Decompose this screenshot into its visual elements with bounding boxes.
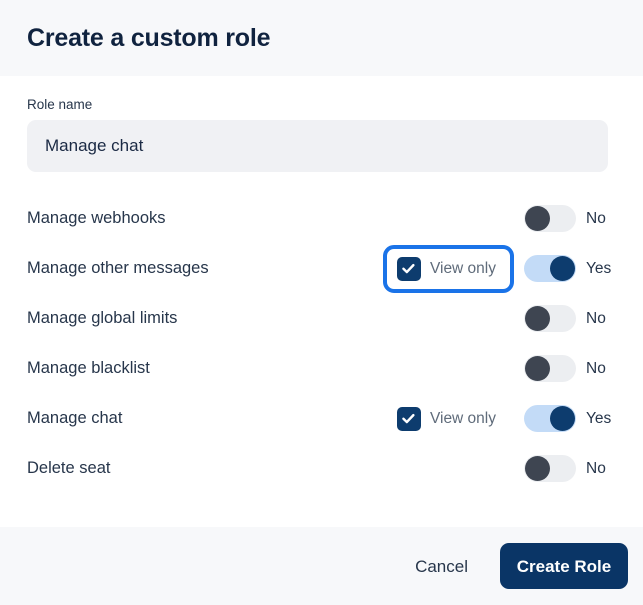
page-title: Create a custom role [27,23,271,52]
toggle-knob [525,456,550,481]
permission-controls: View onlyNo [383,445,616,493]
permission-label: Manage global limits [27,309,178,328]
permission-label: Manage other messages [27,259,209,278]
permissions-list: Manage webhooksView onlyNoManage other m… [27,194,616,494]
permission-toggle-group: No [520,455,616,482]
role-name-input[interactable] [27,119,608,172]
permission-row: Delete seat View onlyNo [27,444,616,494]
toggle-knob [550,406,575,431]
permission-controls: View only Yes [382,244,616,293]
permission-row: Manage webhooks View onlyNo [27,194,616,244]
permission-row: Manage global limits View onlyNo [27,294,616,344]
role-name-label: Role name [27,97,93,112]
toggle-state-label: No [586,359,606,377]
permission-toggle[interactable] [524,405,576,432]
permission-toggle[interactable] [524,205,576,232]
permission-controls: View onlyNo [383,195,616,243]
toggle-knob [525,306,550,331]
dialog-header: Create a custom role [0,0,643,76]
toggle-knob [525,356,550,381]
cancel-button[interactable]: Cancel [397,546,486,587]
permission-toggle-group: Yes [520,255,616,282]
view-only-checkbox[interactable]: View only [382,244,514,293]
permission-label: Manage blacklist [27,359,150,378]
dialog-footer: Cancel Create Role [0,527,643,605]
permission-row: Manage chat View only Yes [27,394,616,444]
permission-label: Delete seat [27,459,111,478]
toggle-state-label: No [586,459,606,477]
role-name-field-group: Role name [27,76,616,172]
permission-controls: View only Yes [383,395,616,443]
view-only-label: View only [429,259,496,277]
create-role-button[interactable]: Create Role [500,543,628,589]
permission-label: Manage chat [27,409,123,428]
permission-row: Manage blacklist View onlyNo [27,344,616,394]
permission-toggle-group: No [520,305,616,332]
checkmark-icon [396,406,421,431]
toggle-knob [550,256,575,281]
toggle-state-label: Yes [586,259,612,277]
view-only-checkbox[interactable]: View only [383,395,514,443]
view-only-label: View only [429,409,496,427]
permission-toggle[interactable] [524,305,576,332]
toggle-state-label: Yes [586,409,612,427]
checkmark-icon [396,256,421,281]
permission-toggle-group: No [520,355,616,382]
permission-toggle-group: No [520,205,616,232]
toggle-state-label: No [586,309,606,327]
permission-row: Manage other messages View only Yes [27,244,616,294]
dialog-body: Role name Manage webhooksView onlyNoMana… [0,76,643,527]
permission-controls: View onlyNo [383,345,616,393]
permission-toggle[interactable] [524,355,576,382]
permission-toggle-group: Yes [520,405,616,432]
permission-label: Manage webhooks [27,209,166,228]
permission-controls: View onlyNo [383,295,616,343]
toggle-state-label: No [586,209,606,227]
permission-toggle[interactable] [524,255,576,282]
permission-toggle[interactable] [524,455,576,482]
toggle-knob [525,206,550,231]
